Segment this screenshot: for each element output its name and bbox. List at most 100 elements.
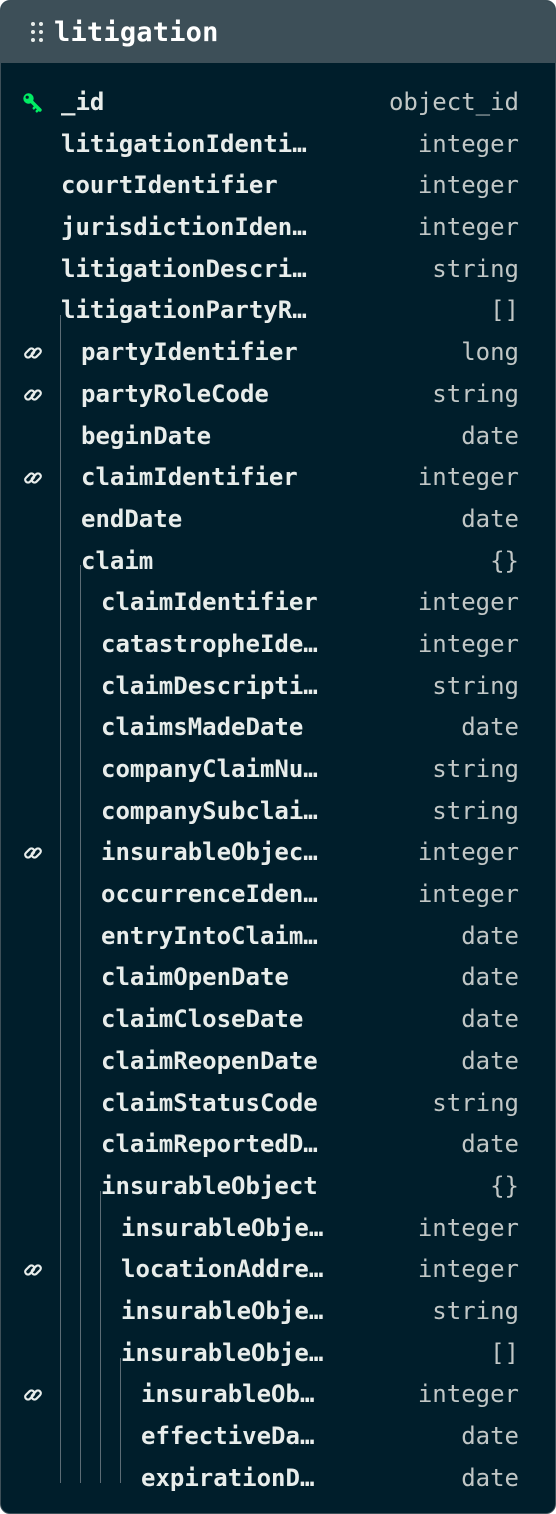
field-row[interactable]: insurableObject{} [1, 1166, 555, 1208]
field-row[interactable]: companySubclai…string [1, 791, 555, 833]
field-name: litigationPartyR… [61, 296, 307, 325]
field-row[interactable]: claimIdentifier integer [1, 582, 555, 624]
field-name: catastropheIde… [101, 629, 318, 658]
field-row[interactable]: claimDescripti… string [1, 666, 555, 708]
field-name: locationAddre… [121, 1255, 324, 1284]
field-name: effectiveDa… [141, 1422, 315, 1450]
link-icon [21, 383, 45, 407]
field-type: integer [417, 1255, 519, 1284]
field-name: claimsMadeDate [101, 713, 304, 742]
field-type: integer [417, 1380, 519, 1409]
field-row[interactable]: claimsMadeDate date [1, 707, 555, 749]
field-row[interactable]: litigationIdenti… integer [1, 124, 555, 166]
field-row[interactable]: insurableObje… string [1, 1291, 555, 1333]
field-name: claimCloseDate [101, 1005, 304, 1034]
field-row[interactable]: insurableObje… [] [1, 1333, 555, 1375]
field-name: claimReopenDate [101, 1046, 318, 1075]
field-row[interactable]: claimOpenDate date [1, 957, 555, 999]
field-row[interactable]: beginDate date [1, 416, 555, 458]
field-type: integer [417, 463, 519, 492]
field-name: partyRoleCode [81, 379, 269, 408]
field-row[interactable]: locationAddre… integer [1, 1249, 555, 1291]
field-type: integer [417, 213, 519, 242]
field-type: date [461, 713, 519, 742]
field-name: entryIntoClaim… [101, 921, 318, 950]
field-row[interactable]: claim{} [1, 541, 555, 583]
field-type: date [461, 1130, 519, 1159]
field-row[interactable]: claimCloseDate date [1, 999, 555, 1041]
field-row[interactable]: companyClaimNu… string [1, 749, 555, 791]
field-name: litigationDescri… [61, 254, 307, 283]
field-row[interactable]: partyRoleCode string [1, 374, 555, 416]
field-type: integer [417, 629, 519, 658]
field-row[interactable]: effectiveDa…date [1, 1416, 555, 1458]
field-type: {} [490, 546, 519, 575]
field-name: jurisdictionIden… [61, 213, 307, 242]
field-name: insurableObject [101, 1171, 318, 1200]
field-type: string [432, 1296, 519, 1325]
field-name: claimReportedD… [101, 1130, 318, 1159]
field-name: expirationD… [141, 1463, 315, 1492]
field-type: date [461, 421, 519, 450]
field-type: integer [417, 838, 519, 867]
field-row[interactable]: occurrenceIden…integer [1, 874, 555, 916]
nesting-guide-line [100, 1190, 101, 1483]
field-type: string [432, 755, 519, 783]
field-type: string [432, 254, 519, 283]
field-name: courtIdentifier [61, 171, 278, 200]
nesting-guide-line [120, 1357, 121, 1483]
field-row[interactable]: litigationPartyR… [] [1, 290, 555, 332]
field-name: companySubclai… [101, 796, 318, 825]
field-name: litigationIdenti… [61, 129, 307, 158]
field-row[interactable]: catastropheIde… integer [1, 624, 555, 666]
field-row[interactable]: entryIntoClaim…date [1, 916, 555, 958]
field-row[interactable]: jurisdictionIden… integer [1, 207, 555, 249]
field-name: insurableObje… [121, 1338, 324, 1367]
field-type: integer [417, 588, 519, 617]
field-name: claimDescripti… [101, 671, 318, 700]
field-row[interactable]: expirationD… date [1, 1458, 555, 1500]
field-type: integer [417, 171, 519, 200]
link-icon [21, 466, 45, 490]
field-name: claimStatusCode [101, 1088, 318, 1117]
field-row[interactable]: insurableOb… integer [1, 1374, 555, 1416]
field-type: integer [417, 129, 519, 158]
field-name: occurrenceIden… [101, 880, 318, 909]
field-name: insurableObje… [121, 1296, 324, 1325]
field-row[interactable]: claimReportedD… date [1, 1124, 555, 1166]
field-type: date [461, 963, 519, 992]
field-row[interactable]: claimStatusCode string [1, 1083, 555, 1125]
field-type: date [461, 1005, 519, 1034]
field-row[interactable]: litigationDescri… string [1, 249, 555, 291]
link-icon [21, 841, 45, 865]
field-name: insurableOb… [141, 1380, 315, 1409]
field-name: claimOpenDate [101, 963, 289, 992]
field-type: string [432, 379, 519, 408]
field-type: date [461, 1463, 519, 1492]
field-row[interactable]: insurableObjec…integer [1, 832, 555, 874]
field-type: object_id [388, 88, 519, 116]
link-icon [21, 341, 45, 365]
field-row[interactable]: claimIdentifier integer [1, 457, 555, 499]
field-name: insurableObje… [121, 1213, 324, 1242]
field-name: beginDate [81, 421, 212, 450]
field-type: string [432, 1088, 519, 1117]
field-name: claimIdentifier [101, 588, 318, 617]
field-type: date [461, 504, 519, 533]
field-type: string [432, 671, 519, 700]
field-row[interactable]: courtIdentifier integer [1, 165, 555, 207]
field-type: [] [490, 296, 519, 325]
field-name: companyClaimNu… [101, 755, 318, 783]
field-row[interactable]: insurableObje…integer [1, 1208, 555, 1250]
drag-handle-icon[interactable] [31, 22, 43, 42]
field-name: claimIdentifier [81, 463, 298, 492]
field-type: [] [490, 1338, 519, 1367]
collection-header[interactable]: litigation [1, 1, 555, 63]
field-type: long [461, 338, 519, 367]
